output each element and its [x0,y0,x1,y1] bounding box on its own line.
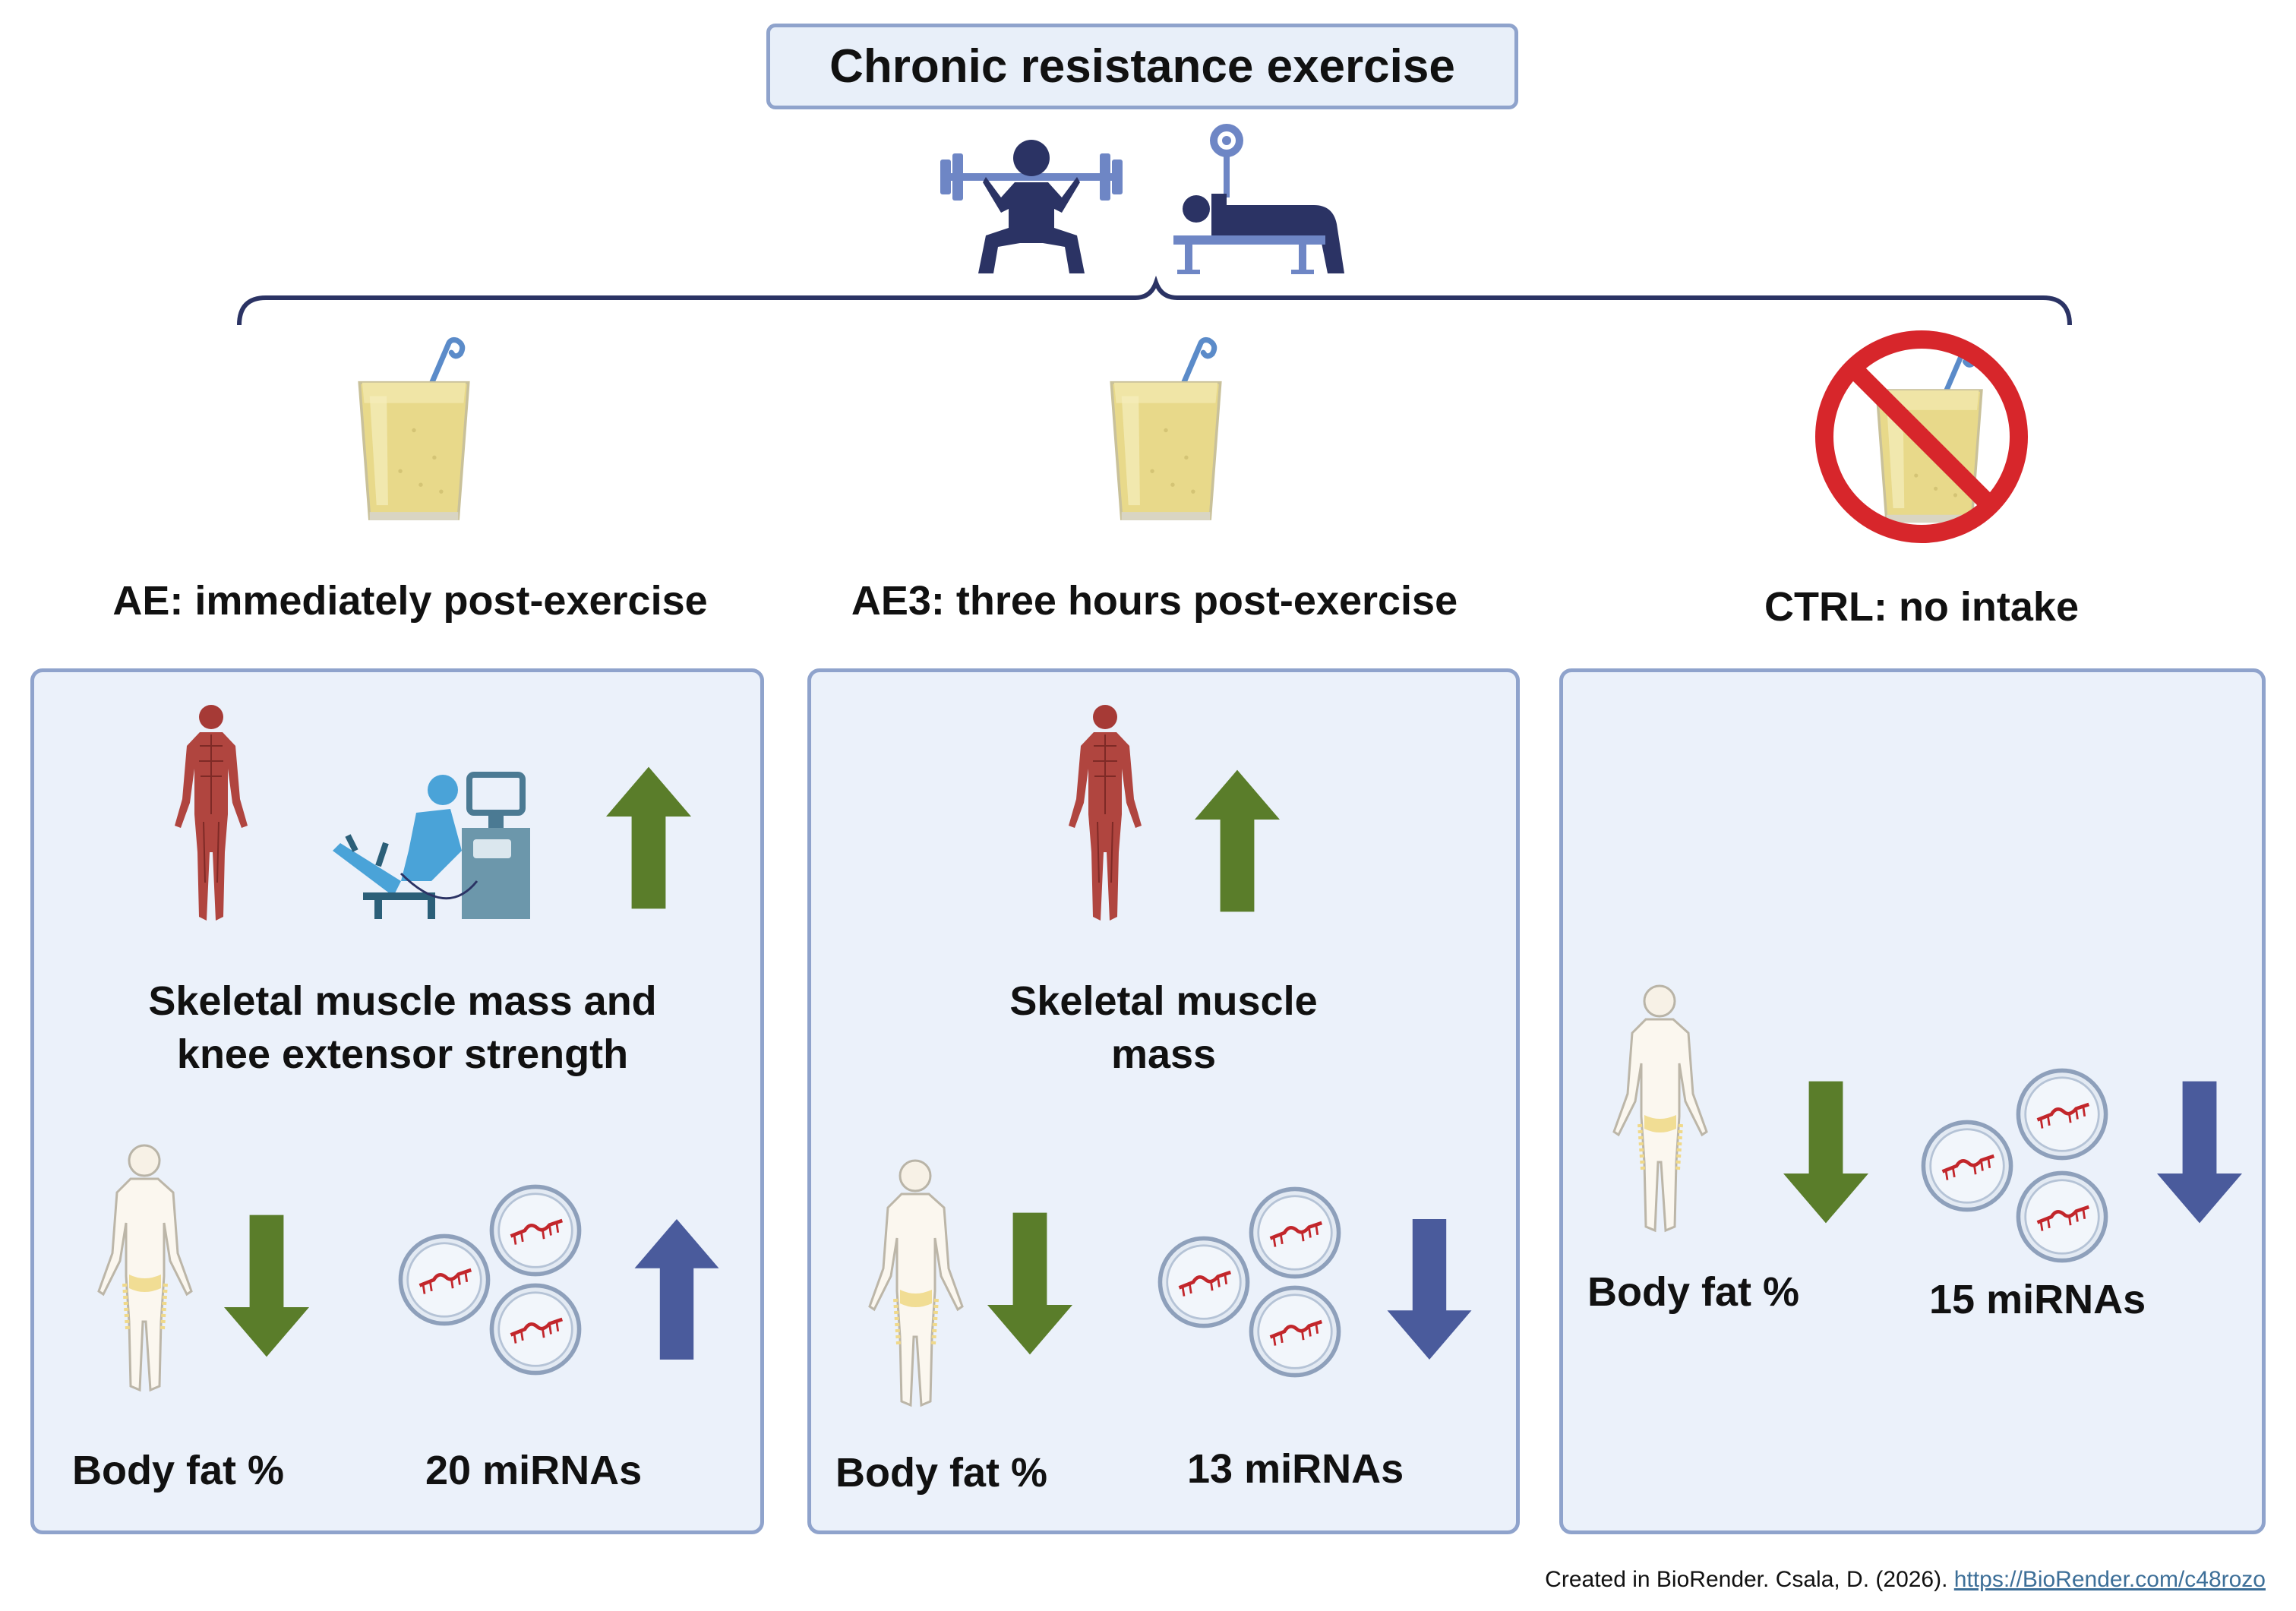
body-fat-figure-icon [72,1139,216,1398]
decrease-arrow-icon [1387,1219,1472,1360]
bench-press-icon [1173,124,1344,274]
muscle-body-icon [1068,704,1142,921]
juice-glass-icon [1094,328,1238,526]
body-fat-figure-icon [843,1155,987,1413]
decrease-arrow-icon [224,1215,309,1357]
credit-text: Created in BioRender. Csala, D. (2026). [1545,1567,1954,1592]
mirna-count-label: 20 miRNAs [425,1448,643,1493]
title-box: Chronic resistance exercise [766,24,1518,109]
credit-line: Created in BioRender. Csala, D. (2026). … [1545,1567,2266,1593]
knee-dynamometer-icon [333,772,530,919]
mirna-count-label: 13 miRNAs [1187,1446,1404,1492]
body-fat-label: Body fat % [72,1448,285,1493]
decrease-arrow-icon [987,1212,1072,1355]
decrease-arrow-icon [1783,1081,1868,1224]
group-label-ae: AE: immediately post-exercise [112,578,708,624]
body-fat-figure-icon [1587,980,1732,1238]
diagram-title: Chronic resistance exercise [829,40,1455,93]
increase-arrow-icon [1195,769,1280,912]
body-fat-label: Body fat % [835,1450,1048,1496]
group-brace [237,275,2072,326]
no-intake-icon [1815,330,2028,543]
outcome-line: mass [1110,1031,1217,1078]
outcome-text-ae3: Skeletal muscle mass [807,974,1520,1081]
mirna-vesicles-icon [1154,1183,1352,1381]
mirna-vesicles-icon [395,1181,592,1379]
panel-ae3 [807,668,1520,1534]
muscle-body-icon [174,704,248,921]
juice-glass-icon [342,328,486,526]
group-label-ae3: AE3: three hours post-exercise [851,578,1458,624]
outcome-line: knee extensor strength [176,1031,629,1078]
group-label-ctrl: CTRL: no intake [1764,584,2079,630]
squat-barbell-icon [940,140,1123,273]
outcome-line: Skeletal muscle [1009,978,1318,1024]
body-fat-label: Body fat % [1587,1269,1800,1315]
outcome-line: Skeletal muscle mass and [148,978,657,1024]
increase-arrow-icon [606,766,691,909]
increase-arrow-icon [634,1219,719,1360]
outcome-text-ae: Skeletal muscle mass and knee extensor s… [46,974,760,1081]
mirna-vesicles-icon [1918,1065,2119,1266]
decrease-arrow-icon [2157,1081,2242,1224]
mirna-count-label: 15 miRNAs [1929,1277,2146,1322]
credit-link[interactable]: https://BioRender.com/c48rozo [1953,1567,2266,1592]
